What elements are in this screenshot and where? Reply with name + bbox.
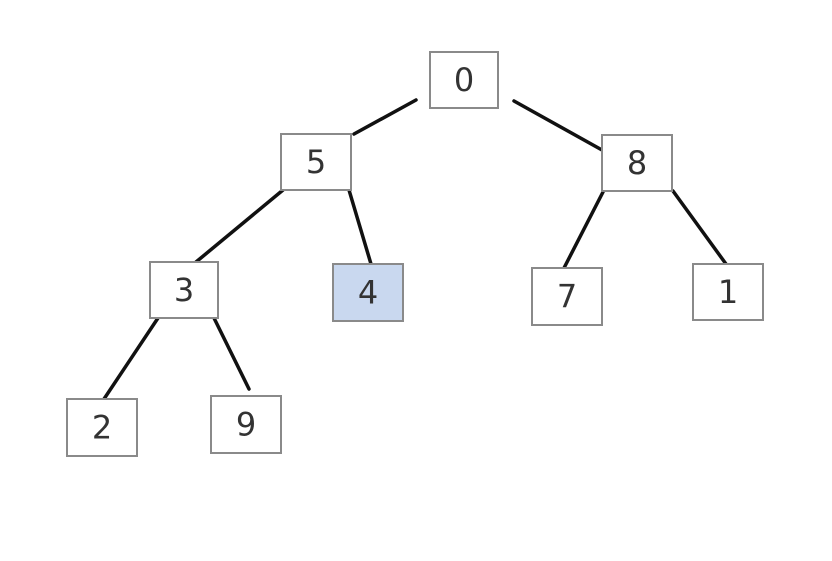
node-label: 5 <box>306 143 326 181</box>
tree-node-3: 3 <box>149 261 219 319</box>
node-box <box>149 261 219 319</box>
edge-n5-n3 <box>194 188 285 264</box>
tree-node-0: 0 <box>429 51 499 109</box>
node-box <box>692 263 764 321</box>
tree-node-8: 8 <box>601 134 673 192</box>
node-box <box>531 267 603 326</box>
node-label: 0 <box>454 61 474 99</box>
node-label: 4 <box>358 274 378 312</box>
edge-n0-n5 <box>352 98 418 136</box>
tree-edges <box>102 98 728 401</box>
node-box <box>601 134 673 192</box>
tree-nodes: 0 5 8 3 4 7 1 2 9 <box>66 51 764 457</box>
tree-node-7: 7 <box>531 267 603 326</box>
tree-node-5: 5 <box>280 133 352 191</box>
node-label: 1 <box>718 273 738 311</box>
tree-node-9: 9 <box>210 395 282 454</box>
node-label: 9 <box>236 406 256 444</box>
edge-n5-n4 <box>347 188 373 266</box>
node-label: 7 <box>557 278 577 316</box>
edge-n8-n7 <box>562 190 605 270</box>
edge-n3-n2 <box>102 316 160 401</box>
tree-node-4: 4 <box>332 263 404 322</box>
edge-n3-n9 <box>212 316 251 391</box>
highlighted-node-box <box>332 263 404 322</box>
node-box <box>210 395 282 454</box>
node-label: 2 <box>92 409 112 447</box>
tree-node-1: 1 <box>692 263 764 321</box>
tree-node-2: 2 <box>66 398 138 457</box>
node-box <box>429 51 499 109</box>
node-box <box>280 133 352 191</box>
node-label: 8 <box>627 144 647 182</box>
edge-n8-n1 <box>671 189 728 266</box>
node-label: 3 <box>174 271 194 309</box>
node-box <box>66 398 138 457</box>
edge-n0-n8 <box>512 99 604 152</box>
